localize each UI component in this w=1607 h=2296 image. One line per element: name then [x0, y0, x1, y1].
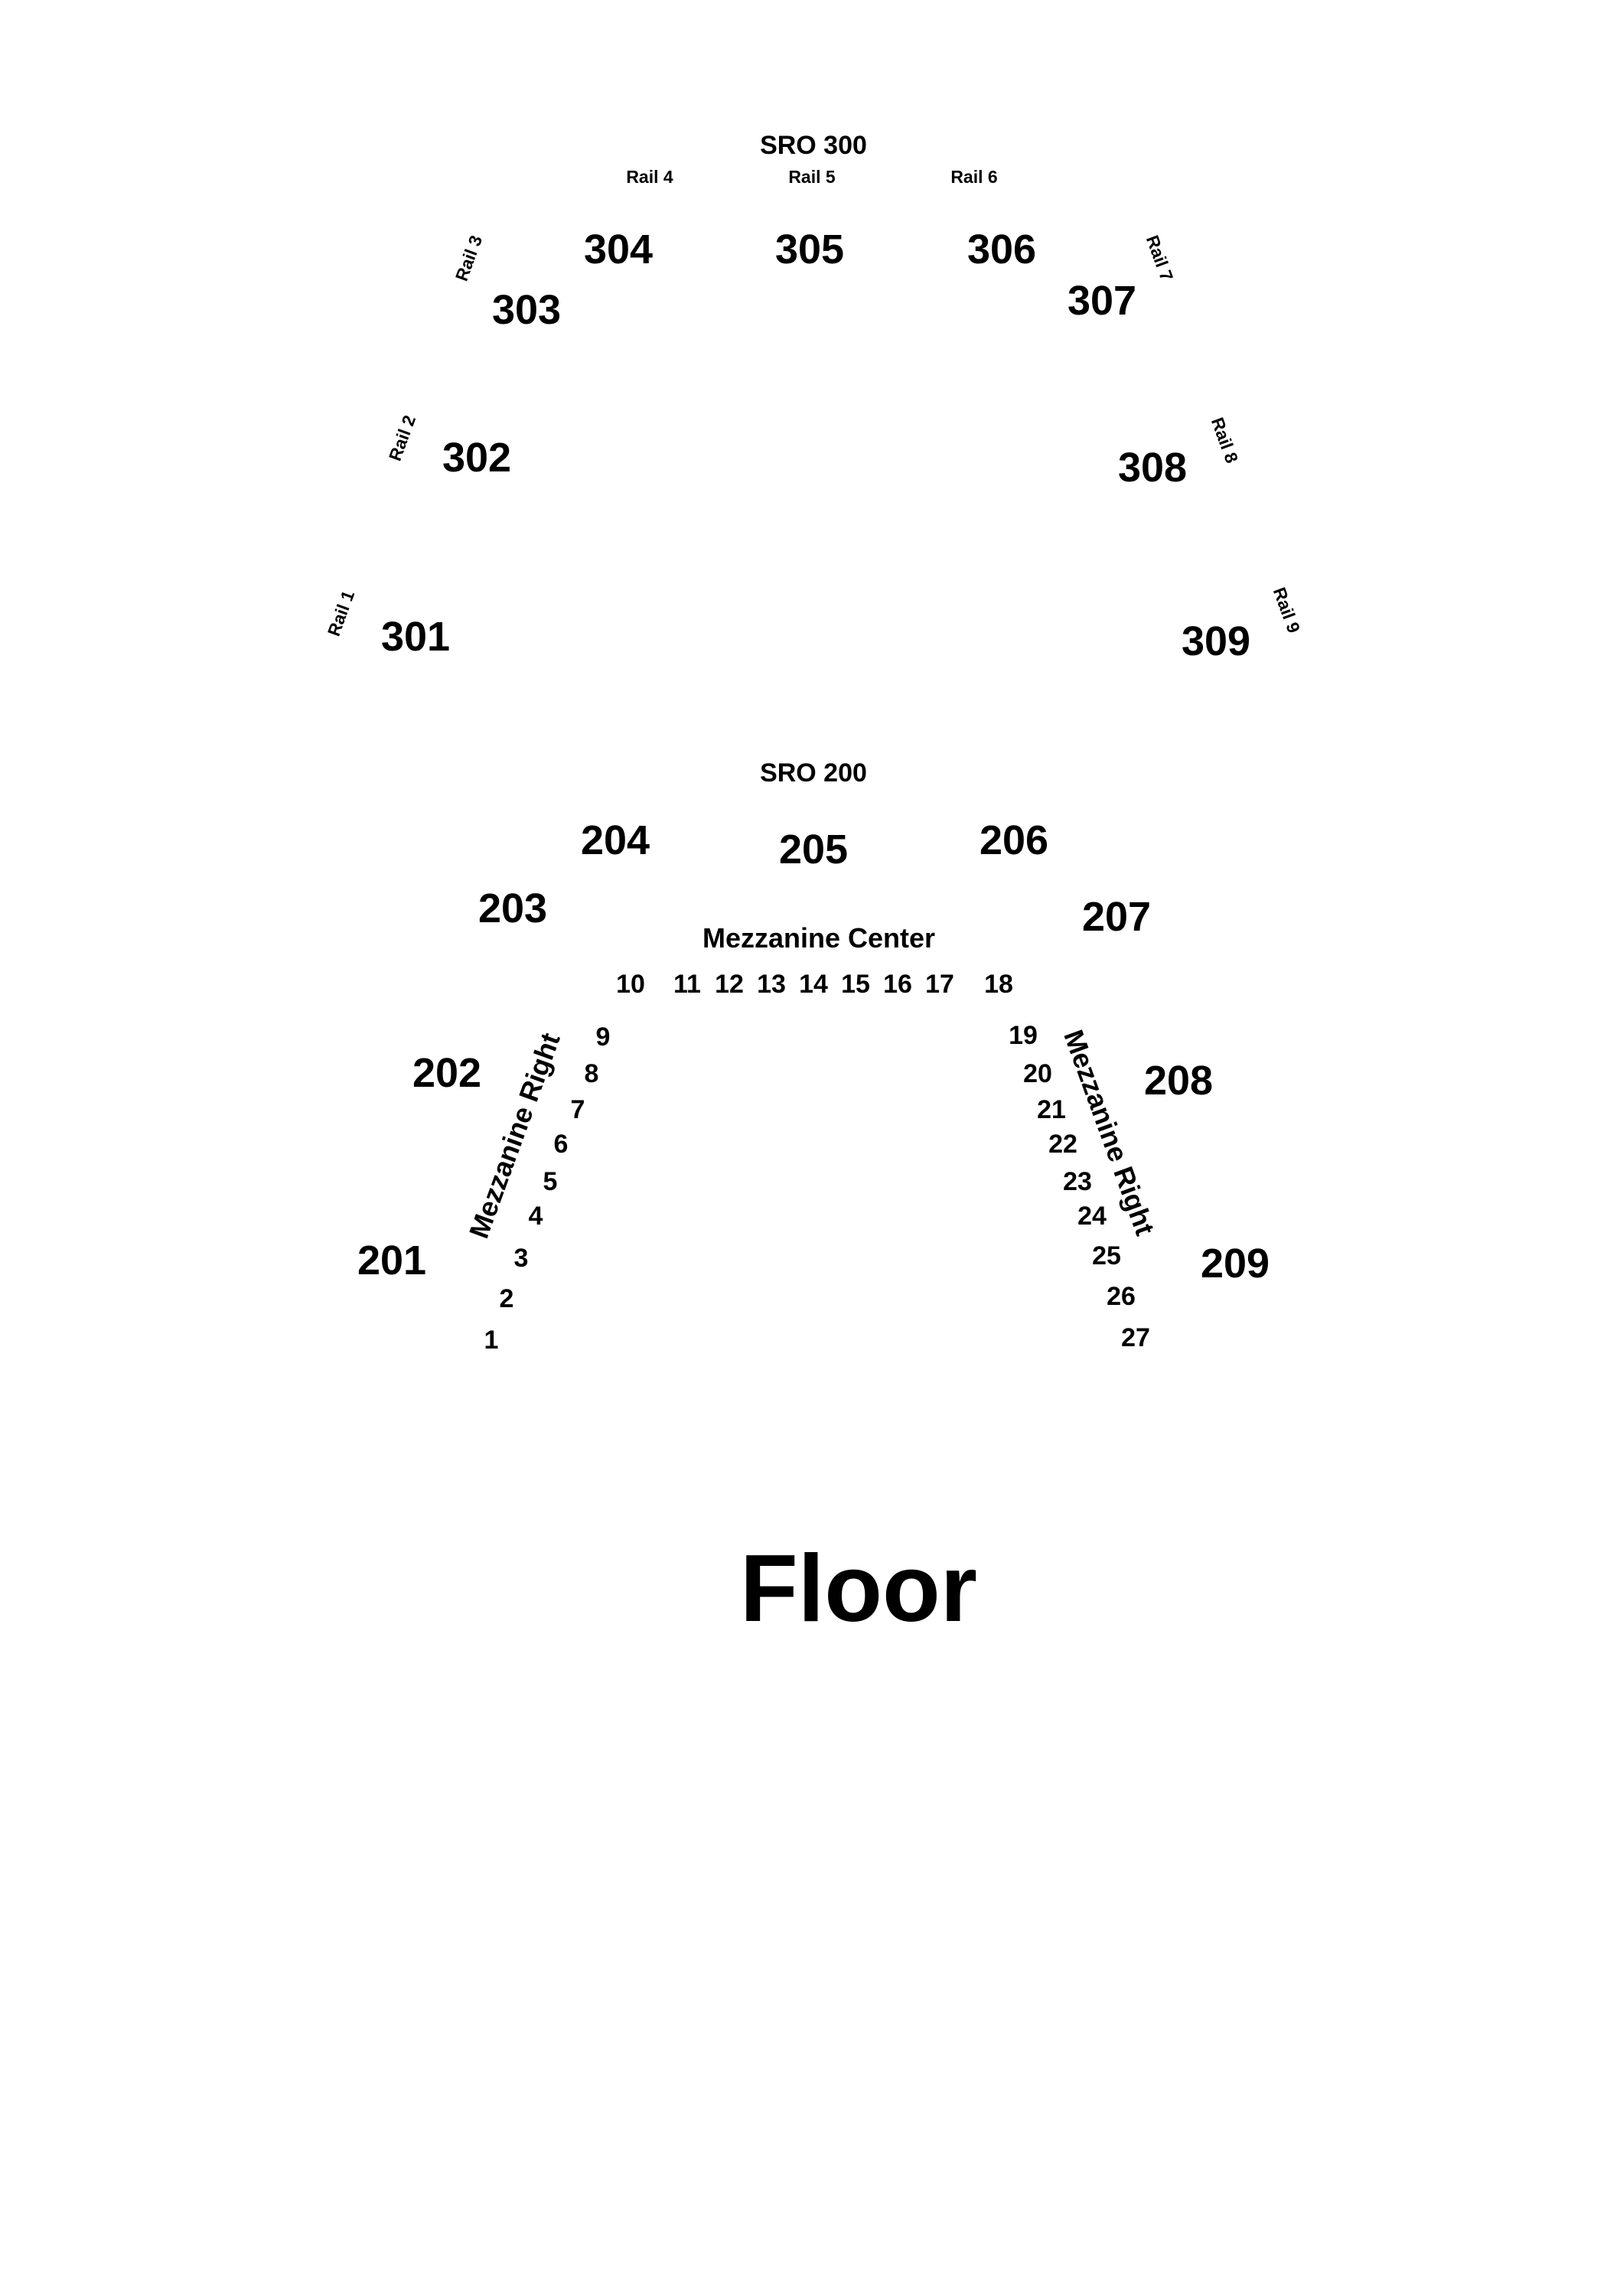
- mezzanine-level: SRO 200 201 202 203 204 205 206 207 208 …: [357, 758, 1270, 1355]
- box-10[interactable]: 10: [616, 970, 645, 999]
- box-17[interactable]: 17: [925, 970, 954, 999]
- box-22[interactable]: 22: [1048, 1130, 1077, 1159]
- rail-7[interactable]: Rail 7: [1143, 233, 1177, 284]
- rail-3[interactable]: Rail 3: [451, 233, 486, 284]
- box-8[interactable]: 8: [585, 1059, 599, 1088]
- rail-9[interactable]: Rail 9: [1270, 585, 1304, 636]
- box-15[interactable]: 15: [841, 970, 870, 999]
- section-207[interactable]: 207: [1082, 894, 1151, 940]
- upper-level: SRO 300 Rail 4 Rail 5 Rail 6 Rail 3 Rail…: [324, 131, 1304, 664]
- section-307[interactable]: 307: [1068, 278, 1136, 324]
- box-16[interactable]: 16: [883, 970, 912, 999]
- section-302[interactable]: 302: [442, 435, 511, 481]
- section-202[interactable]: 202: [412, 1050, 481, 1096]
- box-5[interactable]: 5: [543, 1167, 558, 1196]
- section-308[interactable]: 308: [1118, 445, 1187, 491]
- rail-5[interactable]: Rail 5: [788, 167, 836, 187]
- box-4[interactable]: 4: [529, 1202, 543, 1231]
- section-206[interactable]: 206: [980, 817, 1048, 863]
- box-25[interactable]: 25: [1092, 1241, 1121, 1270]
- box-27[interactable]: 27: [1121, 1323, 1150, 1352]
- box-18[interactable]: 18: [984, 970, 1013, 999]
- rail-8[interactable]: Rail 8: [1208, 415, 1242, 466]
- section-309[interactable]: 309: [1182, 618, 1250, 664]
- section-209[interactable]: 209: [1201, 1241, 1270, 1287]
- box-1[interactable]: 1: [484, 1326, 499, 1355]
- section-205[interactable]: 205: [779, 827, 848, 872]
- box-2[interactable]: 2: [500, 1284, 514, 1313]
- box-7[interactable]: 7: [571, 1095, 585, 1124]
- box-13[interactable]: 13: [757, 970, 786, 999]
- section-203[interactable]: 203: [478, 885, 547, 931]
- floor-label[interactable]: Floor: [740, 1536, 977, 1642]
- mezzanine-boxes: 1 2 3 4 5 6 7 8 9 10 11 12 13 14 15 16 1…: [484, 970, 1150, 1355]
- section-303[interactable]: 303: [492, 287, 561, 333]
- box-23[interactable]: 23: [1063, 1167, 1092, 1196]
- sro-200-label[interactable]: SRO 200: [760, 758, 867, 788]
- section-304[interactable]: 304: [584, 227, 653, 272]
- box-19[interactable]: 19: [1009, 1021, 1038, 1050]
- box-24[interactable]: 24: [1077, 1202, 1107, 1231]
- box-26[interactable]: 26: [1107, 1282, 1136, 1311]
- mezzanine-center-label: Mezzanine Center: [702, 922, 935, 954]
- rail-1[interactable]: Rail 1: [324, 588, 358, 639]
- box-21[interactable]: 21: [1037, 1095, 1066, 1124]
- box-11[interactable]: 11: [673, 970, 701, 999]
- box-12[interactable]: 12: [715, 970, 744, 999]
- sro-300-label[interactable]: SRO 300: [760, 131, 867, 160]
- section-301[interactable]: 301: [381, 614, 450, 660]
- box-20[interactable]: 20: [1023, 1059, 1052, 1088]
- box-6[interactable]: 6: [554, 1130, 569, 1159]
- section-305[interactable]: 305: [775, 227, 844, 272]
- rail-6[interactable]: Rail 6: [950, 167, 997, 187]
- section-201[interactable]: 201: [357, 1238, 426, 1283]
- box-14[interactable]: 14: [799, 970, 828, 999]
- section-306[interactable]: 306: [967, 227, 1036, 272]
- section-204[interactable]: 204: [581, 817, 650, 863]
- rail-4[interactable]: Rail 4: [626, 167, 673, 187]
- rail-2[interactable]: Rail 2: [385, 413, 419, 464]
- box-3[interactable]: 3: [514, 1244, 529, 1273]
- section-208[interactable]: 208: [1144, 1058, 1213, 1104]
- box-9[interactable]: 9: [596, 1022, 611, 1052]
